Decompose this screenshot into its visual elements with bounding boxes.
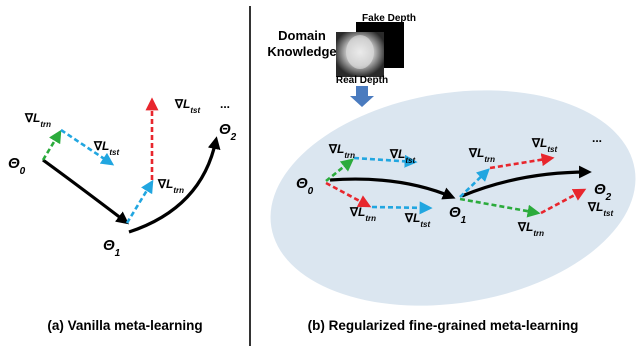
face-highlight bbox=[346, 35, 374, 69]
left-ellipsis: ... bbox=[220, 97, 230, 111]
domain-knowledge-line2: Knowledge bbox=[267, 44, 336, 59]
real-depth-label: Real Depth bbox=[336, 75, 388, 86]
left-arrow-trn-2 bbox=[125, 179, 154, 224]
right-grad-trn-c: ∇Ltrn bbox=[468, 146, 495, 164]
right-panel: Fake Depth Real Depth Domain Knowledge Θ… bbox=[267, 13, 636, 333]
right-grad-tst-a: ∇Ltst bbox=[389, 147, 415, 165]
right-theta2: Θ2 bbox=[594, 181, 612, 203]
knowledge-down-arrow bbox=[350, 86, 374, 107]
left-main-path-2 bbox=[128, 136, 221, 234]
right-theta1: Θ1 bbox=[449, 204, 467, 226]
right-grad-trn-b: ∇Ltrn bbox=[349, 205, 376, 223]
left-grad-tst-2: ∇Ltst bbox=[174, 97, 200, 115]
domain-knowledge-line1: Domain bbox=[278, 28, 326, 43]
left-panel: Θ0 Θ1 Θ2 ∇Ltrn ∇Ltst ∇Ltrn ∇Ltst ... (a)… bbox=[8, 97, 237, 333]
fake-depth-label: Fake Depth bbox=[362, 13, 416, 24]
right-arrow-tst-c bbox=[489, 153, 555, 170]
right-arrow-trn-d bbox=[459, 197, 541, 218]
right-grad-trn-d: ∇Ltrn bbox=[517, 220, 544, 238]
left-grad-trn-2: ∇Ltrn bbox=[157, 177, 184, 195]
right-ellipsis: ... bbox=[592, 131, 602, 145]
right-theta0: Θ0 bbox=[296, 175, 314, 197]
right-grad-trn-a: ∇Ltrn bbox=[328, 142, 355, 160]
left-theta1: Θ1 bbox=[103, 237, 121, 259]
parameter-space-ellipse bbox=[270, 90, 636, 306]
right-arrow-tst-a bbox=[353, 154, 418, 168]
left-arrow-trn-1 bbox=[41, 129, 62, 161]
right-arrow-trn-c bbox=[459, 168, 490, 198]
left-grad-tst-1: ∇Ltst bbox=[93, 139, 119, 157]
left-grad-trn-1: ∇Ltrn bbox=[24, 111, 51, 129]
left-caption: (a) Vanilla meta-learning bbox=[47, 318, 202, 333]
right-arrow-trn-b bbox=[325, 181, 372, 208]
right-arrow-trn-a bbox=[325, 158, 355, 183]
right-grad-tst-b: ∇Ltst bbox=[404, 211, 430, 229]
left-theta0: Θ0 bbox=[8, 155, 26, 177]
right-caption: (b) Regularized fine-grained meta-learni… bbox=[308, 318, 579, 333]
left-theta2: Θ2 bbox=[219, 121, 237, 143]
right-main-path-1 bbox=[329, 177, 456, 200]
right-grad-tst-d: ∇Ltst bbox=[587, 200, 613, 218]
right-main-path-2 bbox=[461, 165, 592, 198]
right-arrow-tst-d bbox=[540, 188, 587, 215]
left-arrow-tst-1 bbox=[60, 128, 115, 166]
left-main-path-1 bbox=[42, 158, 130, 225]
right-arrow-tst-b bbox=[371, 201, 433, 215]
right-grad-tst-c: ∇Ltst bbox=[531, 136, 557, 154]
